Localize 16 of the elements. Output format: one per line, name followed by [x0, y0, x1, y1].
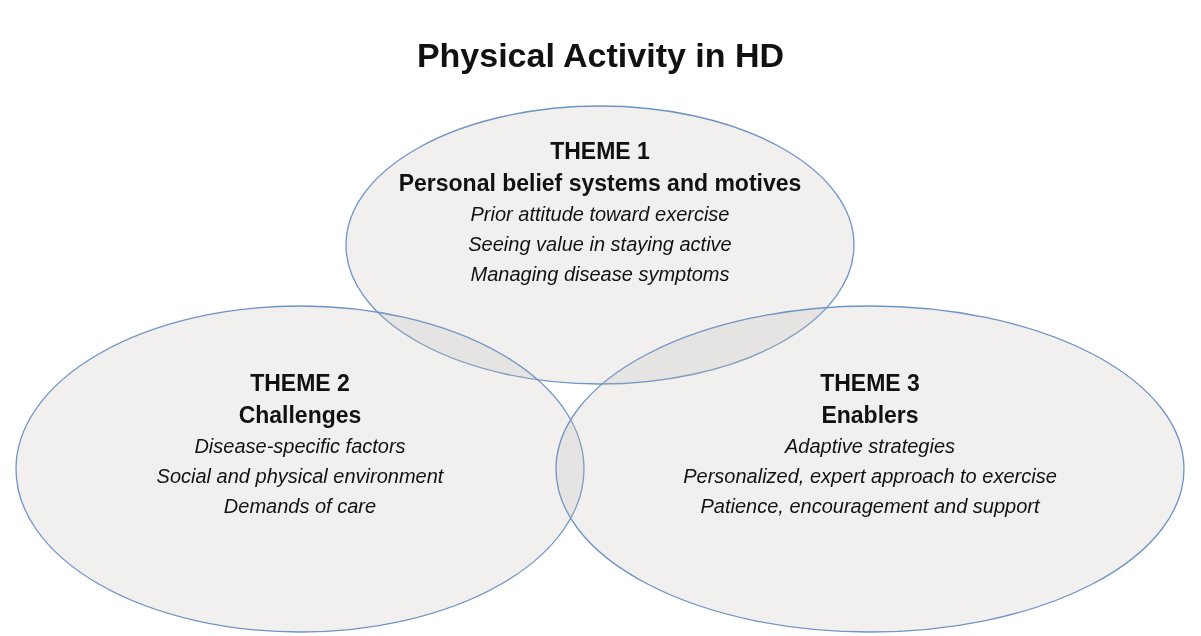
theme-title: Enablers: [821, 401, 919, 430]
theme-item: Personalized, expert approach to exercise: [683, 464, 1057, 489]
theme-item: Patience, encouragement and support: [700, 494, 1040, 519]
theme-item: Disease-specific factors: [194, 434, 406, 459]
theme-item: Demands of care: [223, 494, 377, 519]
theme-item: Managing disease symptoms: [470, 262, 730, 287]
theme-title: Personal belief systems and motives: [398, 169, 802, 198]
theme-title: Challenges: [238, 401, 362, 430]
theme-item: Adaptive strategies: [784, 434, 956, 459]
theme-item: Prior attitude toward exercise: [470, 202, 730, 227]
theme-number: THEME 1: [550, 137, 650, 166]
theme-number: THEME 2: [250, 369, 350, 398]
theme-item: Seeing value in staying active: [468, 232, 732, 257]
theme-item: Social and physical environment: [156, 464, 444, 489]
diagram-title: Physical Activity in HD: [415, 36, 786, 75]
theme-number: THEME 3: [820, 369, 920, 398]
